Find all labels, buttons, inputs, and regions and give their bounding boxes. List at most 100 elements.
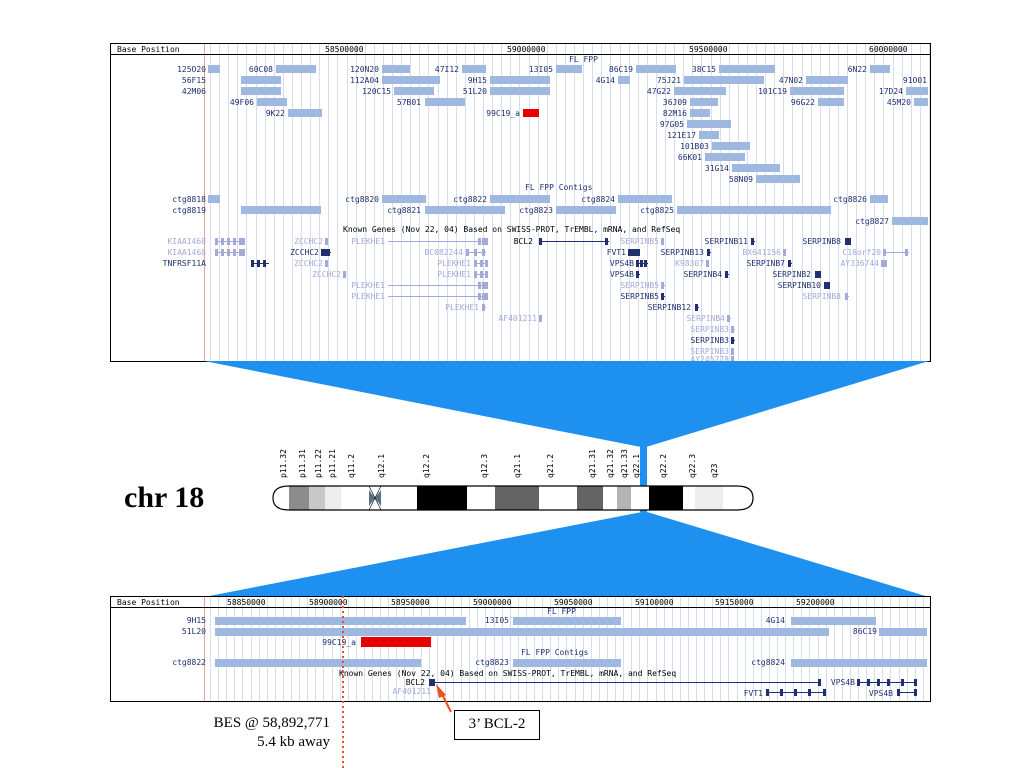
gene-model	[388, 293, 488, 300]
clone-label: 75J21	[656, 76, 681, 85]
grid-line	[874, 597, 876, 701]
grid-line	[319, 44, 321, 361]
grid-line	[928, 44, 930, 361]
callout-arrowhead	[436, 684, 446, 698]
grid-line	[331, 597, 333, 701]
clone-bar	[690, 109, 710, 117]
clone-bar	[870, 65, 890, 73]
grid-line	[483, 44, 484, 361]
clone-label: 4G14	[595, 76, 615, 85]
ruler-tick: 59000000	[473, 598, 512, 607]
grid-line	[639, 597, 641, 701]
gene-model	[539, 238, 609, 245]
clone-bar	[618, 76, 630, 84]
contig-label: ctg8820	[345, 195, 379, 204]
grid-line	[388, 597, 390, 701]
gene-label: K98307	[675, 259, 704, 268]
grid-line	[534, 597, 535, 701]
clone-bar	[382, 65, 410, 73]
contig-label: ctg8819	[172, 206, 206, 215]
grid-line	[631, 597, 633, 701]
gene-model	[725, 271, 729, 278]
gene-label: AF401211	[392, 687, 431, 696]
band-q22-3	[695, 486, 723, 510]
top-ruler: Base Position 58500000 59000000 59500000…	[111, 44, 930, 55]
clone-label: 47G22	[646, 87, 671, 96]
grid-line	[892, 44, 894, 361]
clone-bar	[208, 65, 220, 73]
ruler-tick: 59050000	[554, 598, 593, 607]
track-title: FL FPP	[569, 55, 598, 64]
grid-line	[679, 597, 681, 701]
grid-line	[228, 44, 230, 361]
gene-label: ZCCHC2	[312, 270, 341, 279]
track-label: 86C19	[852, 627, 877, 636]
gene-label: FVT1	[743, 689, 763, 698]
clone-bar	[636, 65, 676, 73]
track-label: ctg8824	[751, 658, 785, 667]
gene-model	[539, 315, 542, 322]
gene-model	[883, 249, 909, 256]
grid-line	[841, 597, 843, 701]
clone-bar	[490, 87, 550, 95]
track-label: ctg8823	[475, 658, 509, 667]
clone-label: 9K22	[265, 109, 285, 118]
clone-bar	[818, 98, 844, 106]
gene-model	[388, 238, 488, 245]
grid-line	[266, 597, 268, 701]
chromosome-label: chr 18	[124, 481, 205, 514]
contig-bar	[677, 206, 831, 214]
gene-label: VPS4B	[868, 689, 893, 698]
gene-label: VPS4B	[830, 678, 855, 687]
band-q12-2	[467, 486, 495, 510]
band-q21-2	[577, 486, 603, 510]
grid-line	[765, 44, 767, 361]
contig-label: ctg8826	[833, 195, 867, 204]
clone-bar	[790, 87, 844, 95]
grid-line	[774, 44, 776, 361]
gene-label: VPS4B	[609, 259, 634, 268]
ruler-tick: 59200000	[796, 598, 835, 607]
gene-label: BCL2	[405, 678, 425, 687]
gene-label: AY245778	[690, 355, 729, 362]
grid-line	[752, 597, 754, 701]
grid-line	[328, 44, 330, 361]
clone-bar	[276, 65, 316, 73]
grid-line	[736, 597, 738, 701]
gene-label: PLEKHE1	[351, 292, 385, 301]
grid-line	[310, 44, 312, 361]
ruler-tick: 58900000	[309, 598, 348, 607]
grid-line	[485, 597, 487, 701]
bcl2-callout-text: 3’ BCL-2	[468, 716, 526, 732]
grid-line	[719, 44, 721, 361]
clone-bar	[756, 175, 800, 183]
gene-model	[751, 238, 755, 245]
grid-line	[574, 44, 575, 361]
grid-line	[849, 597, 851, 701]
grid-line	[501, 597, 503, 701]
gene-model	[215, 238, 245, 245]
gene-label: SERPINB8	[802, 292, 841, 301]
bes-position-text: BES @ 58,892,771	[213, 715, 330, 731]
grid-line	[856, 44, 858, 361]
gene-label: SERPINB4	[686, 314, 725, 323]
grid-line	[728, 44, 730, 361]
clone-label: 38C15	[691, 65, 716, 74]
gene-label: PLEKHE1	[351, 237, 385, 246]
contig-label: ctg8821	[387, 206, 421, 215]
gene-label: FVT1	[606, 248, 626, 257]
grid-line	[590, 597, 592, 701]
clone-label: 82M16	[662, 109, 687, 118]
bottom-genome-browser-panel: Base Position 58850000 58900000 58950000…	[110, 596, 931, 702]
grid-line	[720, 597, 722, 701]
gene-model	[636, 271, 640, 278]
grid-line	[347, 597, 349, 701]
grid-line	[355, 597, 357, 701]
clone-bar	[513, 617, 621, 625]
grid-line	[647, 597, 649, 701]
grid-line	[291, 597, 292, 701]
clone-label: 47I12	[434, 65, 459, 74]
grid-line	[436, 597, 438, 701]
contig-bar	[556, 206, 616, 214]
grid-line	[922, 597, 924, 701]
